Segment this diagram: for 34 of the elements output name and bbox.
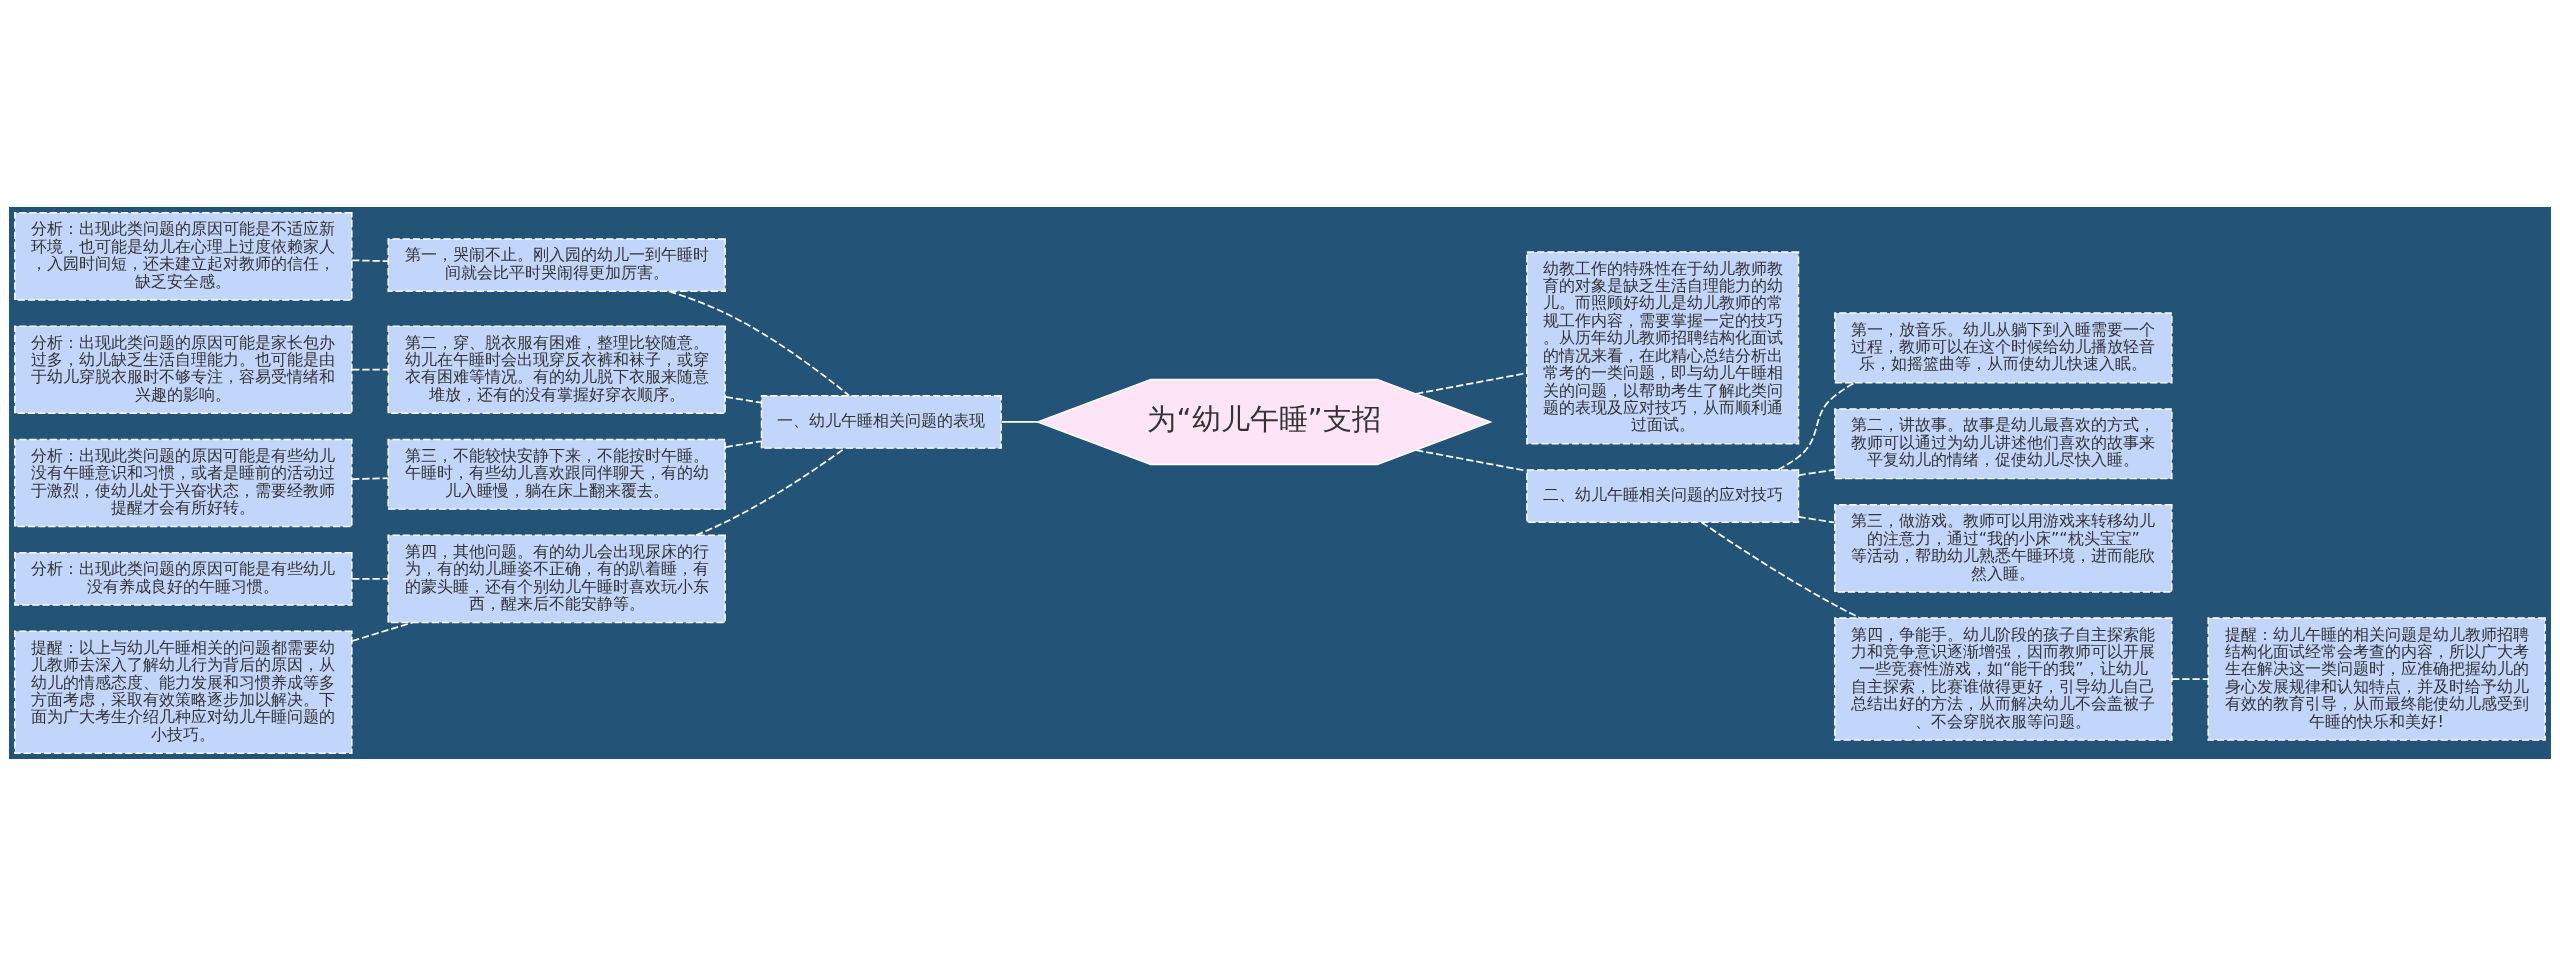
connector xyxy=(1700,521,1861,619)
connector xyxy=(351,578,389,580)
node-box: 第四，争能手。幼儿阶段的孩子自主探索能力和竞争意识逐渐增强，因而教师可以开展一些竞赛性游戏，如“能干的我”，让幼儿自主探索，比赛谁做得更好，引导幼儿自己总结出好的方法，从而解决幼儿不会盖被子、不会穿脱衣服等问题。 xyxy=(1834,617,2173,741)
node-box: 分析：出现此类问题的原因可能是有些幼儿没有午睡意识和习惯，或者是睡前的活动过于激烈，使幼儿处于兴奋状态，需要经教师提醒才会有所好转。 xyxy=(14,438,353,528)
connector xyxy=(724,396,763,404)
connector xyxy=(724,440,763,448)
node-box: 提醒：幼儿午睡的相关问题是幼儿教师招聘结构化面试经常会考查的内容，所以广大考生在解决这一类问题时，应准确把握幼儿的身心发展规律和认知特点，并及时给予幼儿有效的教育引导，从而最终能使幼儿感受到午睡的快乐和美好! xyxy=(2207,617,2546,741)
connector xyxy=(2171,678,2209,680)
node-box: 分析：出现此类问题的原因可能是不适应新环境，也可能是幼儿在心理上过度依赖家人，入园时间短，还未建立起对教师的信任，缺乏安全感。 xyxy=(14,212,353,301)
connector xyxy=(1797,468,1836,477)
node-box: 第二，穿、脱衣服有困难，整理比较随意。幼儿在午睡时会出现穿反衣裤和袜子，或穿衣有困难等情况。有的幼儿脱下衣服来随意堆放，还有的没有掌握好穿衣顺序。 xyxy=(387,325,726,414)
node-box: 第二，讲故事。故事是幼儿最喜欢的方式，教师可以通过为幼儿讲述他们喜欢的故事来平复幼儿的情绪，促使幼儿尽快入睡。 xyxy=(1834,408,2173,480)
connector xyxy=(1797,516,1836,524)
node-box: 提醒：以上与幼儿午睡相关的问题都需要幼儿教师去深入了解幼儿行为背后的原因，从幼儿的情感态度、能力发展和习惯养成等多方面考虑，采取有效策略逐步加以解决。下面为广大考生介绍几种应对幼儿午睡问题的小技巧。 xyxy=(14,630,353,754)
connector xyxy=(351,259,389,263)
node-box: 第一，哭闹不止。刚入园的幼儿一到午睡时间就会比平时哭闹得更加厉害。 xyxy=(387,238,726,292)
connector xyxy=(1415,372,1528,395)
connector xyxy=(1000,421,1038,423)
node-box: 第一，放音乐。幼儿从躺下到入睡需要一个过程，教师可以在这个时候给幼儿播放轻音乐，如摇篮曲等，从而使幼儿快速入眠。 xyxy=(1834,312,2173,384)
node-box: 一、幼儿午睡相关问题的表现 xyxy=(760,395,1002,449)
connector xyxy=(351,477,389,480)
connector xyxy=(695,447,846,537)
node-box: 第三，不能较快安静下来，不能按时午睡。午睡时，有些幼儿喜欢跟同伴聊天，有的幼儿入睡慢，躺在床上翻来覆去。 xyxy=(387,438,726,510)
node-box: 第四，其他问题。有的幼儿会出现尿床的行为，有的幼儿睡姿不正确，有的趴着睡，有的蒙头睡，还有个别幼儿午睡时喜欢玩小东西，醒来后不能安静等。 xyxy=(387,534,726,624)
node-box: 二、幼儿午睡相关问题的应对技巧 xyxy=(1526,469,1800,523)
connector xyxy=(668,290,851,397)
connector xyxy=(351,368,389,371)
node-box: 幼教工作的特殊性在于幼儿教师教育的对象是缺乏生活自理能力的幼儿。而照顾好幼儿是幼儿教师的常规工作内容，需要掌握一定的技巧。从历年幼儿教师招聘结构化面试的情况来看，在此精心总结分析出常考的一类问题，即与幼儿午睡相关的问题，以帮助考生了解此类问题的表现及应对技巧，从而顺利通过面试。 xyxy=(1526,251,1800,445)
node-box: 分析：出现此类问题的原因可能是有些幼儿没有养成良好的午睡习惯。 xyxy=(14,552,353,606)
node-box: 第三，做游戏。教师可以用游戏来转移幼儿的注意力，通过“我的小床”“枕头宝宝”等活动，帮助幼儿熟悉午睡环境，进而能欣然入睡。 xyxy=(1834,504,2173,593)
connector xyxy=(351,621,414,642)
connector xyxy=(1415,449,1528,472)
node-box: 分析：出现此类问题的原因可能是家长包办过多，幼儿缺乏生活自理能力。也可能是由于幼儿穿脱衣服时不够专注，容易受情绪和兴趣的影响。 xyxy=(14,325,353,414)
connector xyxy=(1777,382,1856,471)
